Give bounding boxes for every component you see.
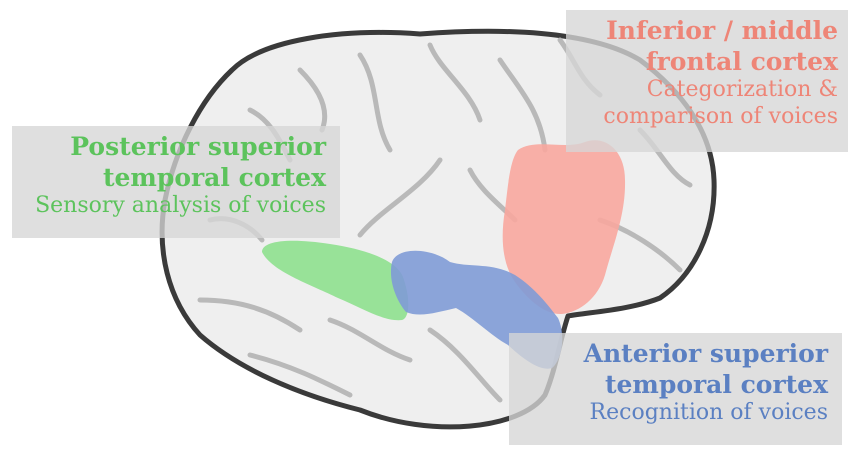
frontal-title-line2: frontal cortex (645, 46, 838, 76)
frontal-region (502, 140, 626, 315)
posterior-title-line2: temporal cortex (102, 162, 326, 192)
anterior-title-line2: temporal cortex (604, 369, 828, 399)
posterior-stc-region (262, 240, 409, 321)
anterior-desc-line1: Recognition of voices (589, 400, 828, 425)
frontal-title-line1: Inferior / middle (606, 16, 838, 45)
anterior-title-line1: Anterior superior (583, 339, 828, 368)
anterior-label-box: Anterior superior temporal cortex Recogn… (509, 333, 842, 445)
frontal-desc-line1: Categorization & (646, 77, 838, 102)
posterior-title-line1: Posterior superior (70, 132, 326, 161)
frontal-label-box: Inferior / middle frontal cortex Categor… (566, 10, 848, 152)
posterior-desc-line1: Sensory analysis of voices (35, 193, 326, 218)
posterior-label-box: Posterior superior temporal cortex Senso… (12, 126, 340, 238)
frontal-desc-line2: comparison of voices (603, 103, 838, 129)
